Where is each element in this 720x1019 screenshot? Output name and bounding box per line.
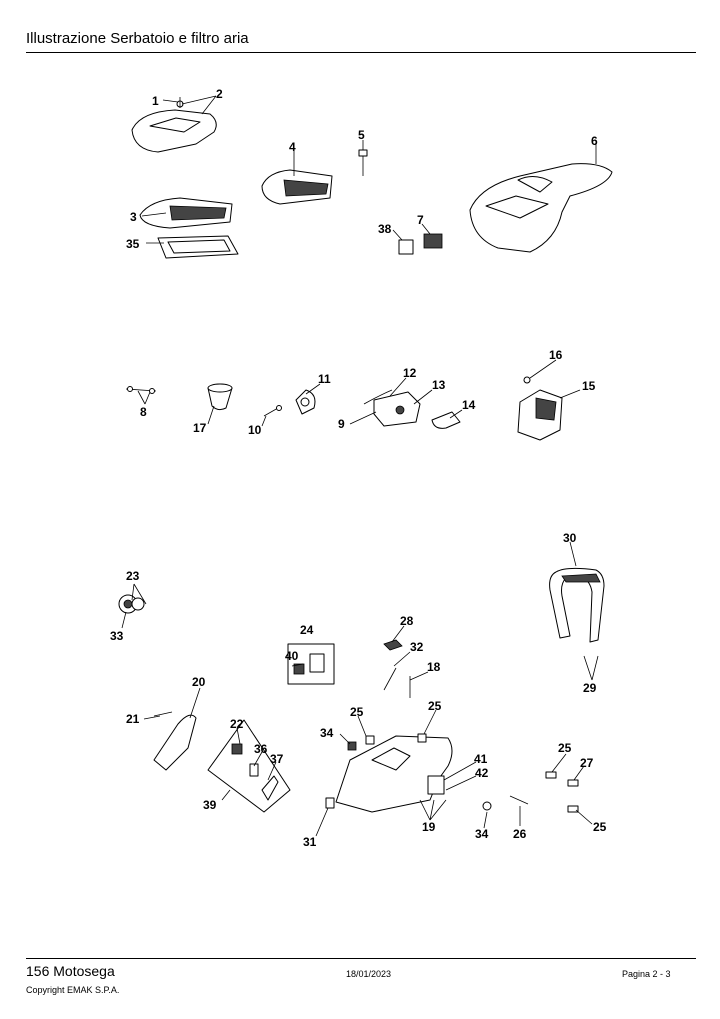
callout-39: 39	[203, 798, 217, 812]
callout-37: 37	[270, 752, 284, 766]
callout-12: 12	[403, 366, 417, 380]
throttle-cable-part	[383, 639, 411, 698]
footer-divider	[26, 958, 696, 959]
callout-34b: 34	[475, 827, 489, 841]
callout-25b: 25	[428, 699, 442, 713]
flange-part	[295, 389, 316, 415]
callout-32: 32	[410, 640, 424, 654]
callout-36: 36	[254, 742, 268, 756]
callout-33: 33	[110, 629, 124, 643]
rear-handle-part	[153, 711, 197, 771]
callout-11: 11	[318, 372, 331, 386]
callout-15: 15	[582, 379, 596, 393]
callout-13: 13	[432, 378, 446, 392]
callout-23: 23	[126, 569, 140, 583]
filter-base-part	[517, 376, 563, 441]
air-filter-part	[139, 197, 233, 229]
callout-21: 21	[126, 712, 140, 726]
switch-part	[287, 643, 335, 685]
callout-22: 22	[230, 717, 244, 731]
trigger-group-part	[207, 719, 291, 813]
callout-25d: 25	[593, 820, 607, 834]
screw-part-10	[263, 405, 282, 417]
callout-17: 17	[193, 421, 207, 435]
callout-8: 8	[140, 405, 147, 419]
filter-element-part	[261, 169, 333, 205]
callout-18: 18	[427, 660, 441, 674]
callout-27: 27	[580, 756, 594, 770]
callout-leaders	[121, 95, 599, 837]
callout-29: 29	[583, 681, 597, 695]
callout-19: 19	[422, 820, 436, 834]
callout-6: 6	[591, 134, 598, 148]
fuel-cap-part	[118, 594, 145, 614]
callout-5: 5	[358, 128, 365, 142]
callout-31: 31	[303, 835, 317, 849]
small-clip-part	[398, 233, 443, 255]
page-title: Illustrazione Serbatoio e filtro aria	[26, 30, 249, 47]
callout-38: 38	[378, 222, 392, 236]
callout-24: 24	[300, 623, 314, 637]
callout-numbers: 1 2 3 35 4 5 38 7 6 8 17 10 11 12 13 9 1…	[110, 87, 607, 849]
callout-10: 10	[248, 423, 262, 437]
screw-part	[358, 149, 368, 176]
footer-copyright: Copyright EMAK S.P.A.	[26, 985, 120, 995]
callout-41: 41	[474, 752, 488, 766]
callout-4: 4	[289, 140, 296, 154]
callout-20: 20	[192, 675, 206, 689]
callout-28: 28	[400, 614, 414, 628]
callout-16: 16	[549, 348, 563, 362]
callout-14: 14	[462, 398, 476, 412]
callout-30: 30	[563, 531, 577, 545]
header-divider	[26, 52, 696, 53]
front-handlebar-part	[549, 567, 605, 643]
filter-gasket-part	[157, 235, 239, 259]
callout-1: 1	[152, 94, 159, 108]
callout-3: 3	[130, 210, 137, 224]
callout-40: 40	[285, 649, 299, 663]
callout-9: 9	[338, 417, 345, 431]
carburettor-part	[363, 389, 421, 427]
footer-page-number: Pagina 2 - 3	[622, 969, 671, 979]
intake-boot-part	[207, 383, 233, 411]
small-fasteners-part	[325, 733, 579, 813]
callout-25c: 25	[558, 741, 572, 755]
footer-model: 156 Motosega	[26, 963, 115, 979]
air-filter-cover-part	[131, 97, 217, 153]
chain-guard-housing-part	[335, 735, 453, 813]
bolt-part-8	[125, 386, 157, 394]
callout-42: 42	[475, 766, 489, 780]
footer-date: 18/01/2023	[346, 969, 392, 979]
callout-35: 35	[126, 237, 140, 251]
callout-34a: 34	[320, 726, 334, 740]
callout-25a: 25	[350, 705, 364, 719]
callout-7: 7	[417, 213, 424, 227]
callout-2: 2	[216, 87, 223, 101]
callout-26: 26	[513, 827, 527, 841]
fuel-tank-housing-part	[469, 163, 613, 253]
